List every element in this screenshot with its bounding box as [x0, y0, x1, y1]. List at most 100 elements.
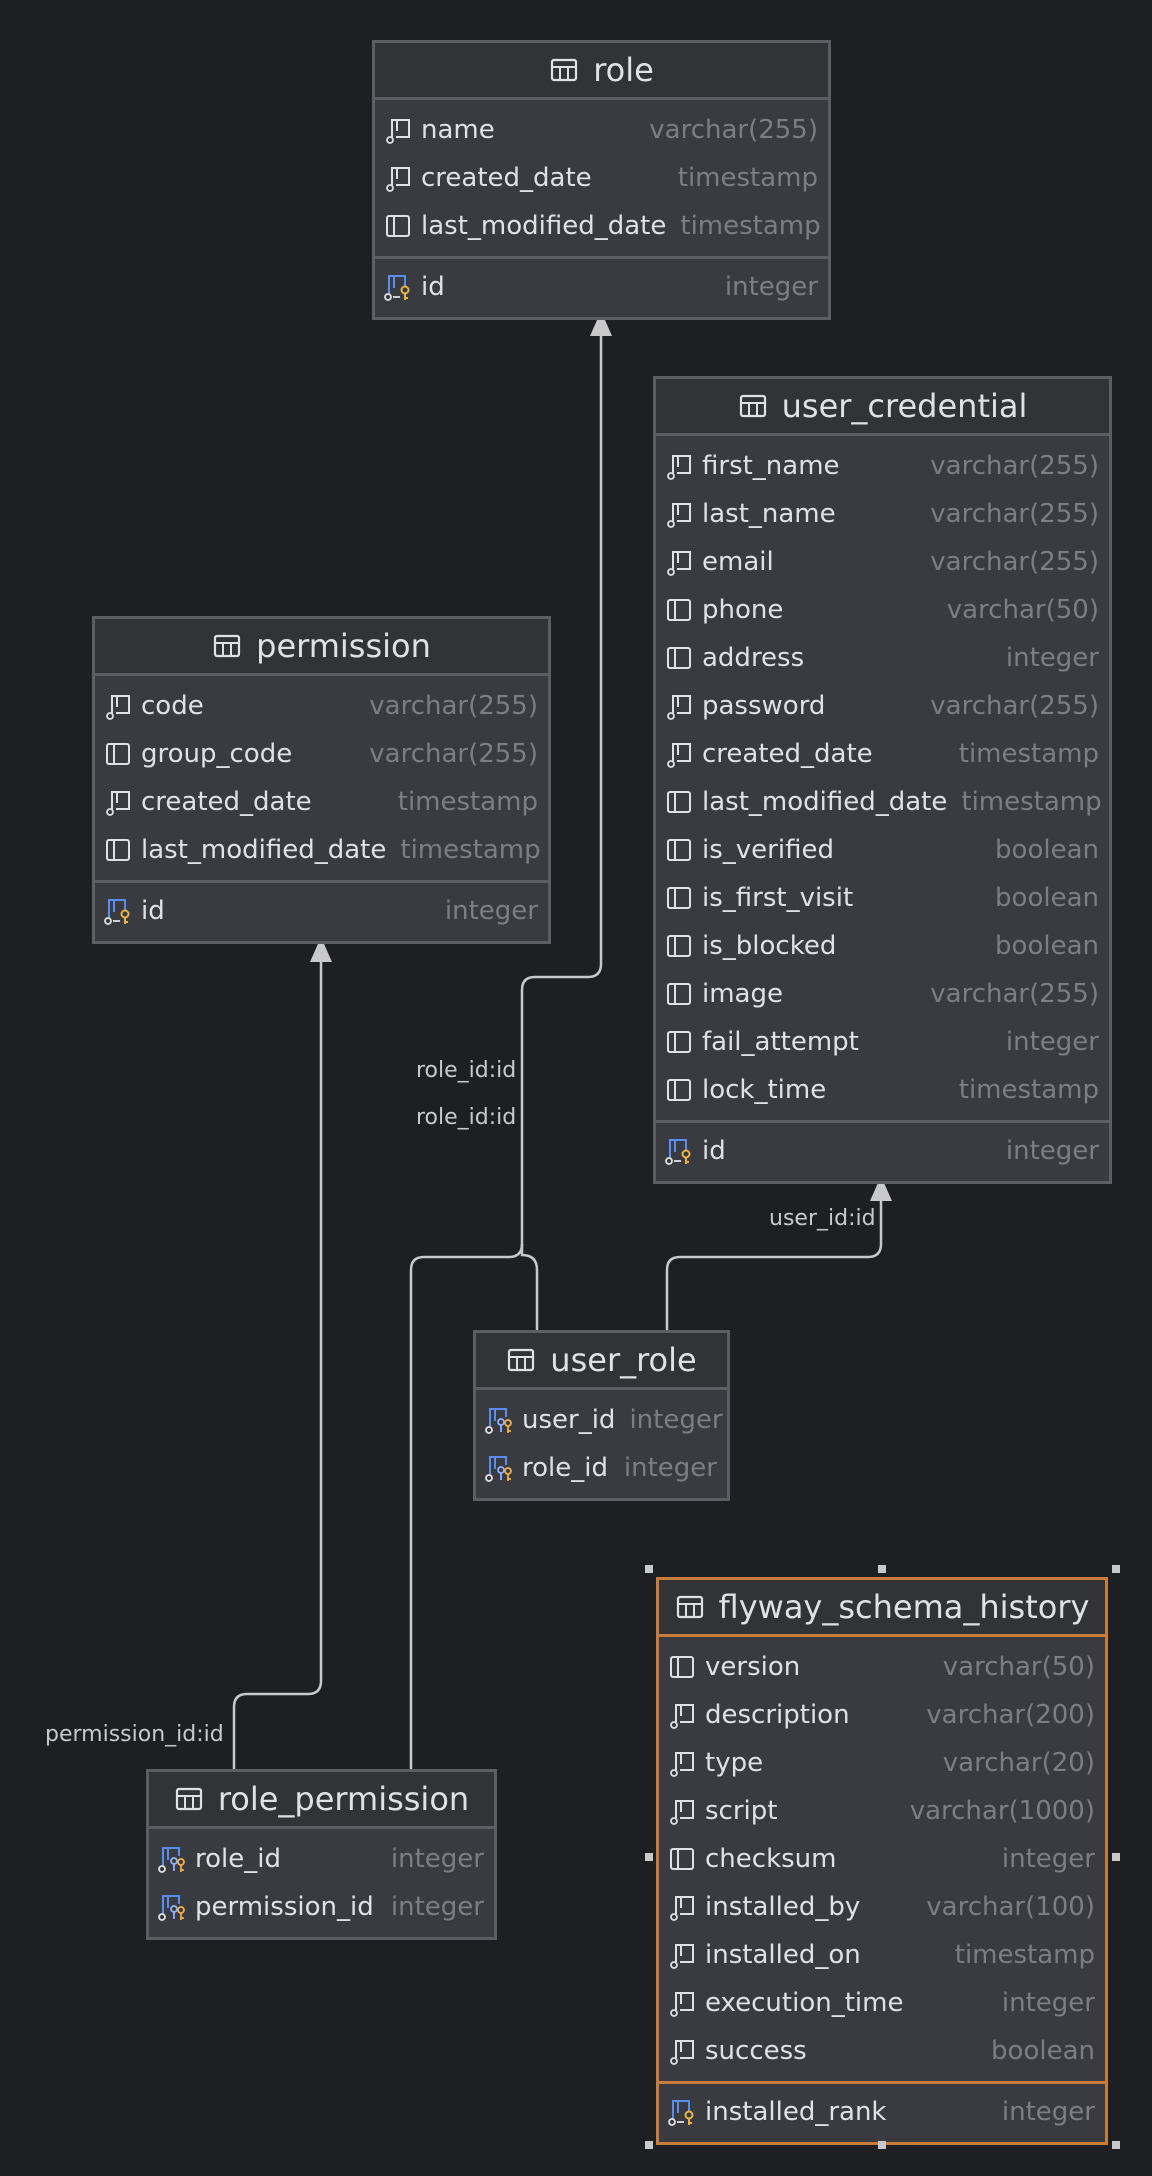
edge-user-role-to-role[interactable] — [520, 312, 603, 1331]
column-row[interactable]: user_id integer — [476, 1396, 727, 1444]
table-icon — [549, 55, 579, 85]
edge-user-role-to-user-credential[interactable] — [665, 1178, 883, 1331]
column-type: timestamp — [397, 787, 538, 817]
column-name: script — [705, 1796, 778, 1826]
selection-handle[interactable] — [1112, 2141, 1120, 2149]
column-name: permission_id — [195, 1892, 374, 1922]
column-name: type — [705, 1748, 764, 1778]
table-header[interactable]: permission — [95, 619, 548, 676]
selection-handle[interactable] — [645, 1853, 653, 1861]
column-notnull-icon — [667, 1892, 697, 1922]
table-header[interactable]: flyway_schema_history — [659, 1580, 1105, 1637]
column-name: is_first_visit — [702, 883, 854, 913]
edge-label-role-id: role_id:id — [416, 1105, 517, 1130]
edge-arrowhead — [590, 311, 612, 336]
table-name: permission — [256, 627, 431, 665]
edge-role-permission-to-permission[interactable] — [232, 939, 323, 1769]
column-name: description — [705, 1700, 850, 1730]
column-name: last_name — [702, 499, 836, 529]
table-header[interactable]: role_permission — [149, 1772, 494, 1829]
table-header[interactable]: user_role — [476, 1333, 727, 1390]
column-notnull-icon — [103, 787, 133, 817]
column-notnull-icon — [664, 499, 694, 529]
column-type: timestamp — [958, 1075, 1099, 1105]
column-name: group_code — [141, 739, 293, 769]
edge-label-user-id: user_id:id — [769, 1206, 876, 1231]
column-type: varchar(255) — [930, 451, 1099, 481]
column-name: id — [141, 896, 165, 926]
column-icon — [664, 883, 694, 913]
column-name: last_modified_date — [141, 835, 387, 865]
table-header[interactable]: user_credential — [656, 379, 1109, 436]
edge-arrowhead — [310, 937, 332, 962]
column-row[interactable]: id integer — [95, 880, 548, 935]
column-icon — [383, 211, 413, 241]
selection-handle[interactable] — [1112, 1853, 1120, 1861]
table-name: role — [593, 51, 654, 89]
column-type: varchar(1000) — [909, 1796, 1095, 1826]
column-type: varchar(200) — [926, 1700, 1095, 1730]
selection-handle[interactable] — [878, 1565, 886, 1573]
table-name: user_role — [550, 1341, 697, 1379]
column-type: varchar(255) — [369, 691, 538, 721]
selection-handle[interactable] — [645, 2141, 653, 2149]
primary-key-icon — [664, 1136, 694, 1166]
selection-handle[interactable] — [1112, 1565, 1120, 1573]
table-icon — [675, 1592, 705, 1622]
column-name: phone — [702, 595, 784, 625]
edge-role-permission-to-role[interactable] — [409, 1243, 524, 1769]
primary-foreign-key-icon — [157, 1892, 187, 1922]
selection-handle[interactable] — [645, 1565, 653, 1573]
table-header[interactable]: role — [375, 43, 828, 100]
column-type: integer — [1001, 1988, 1095, 2018]
column-name: created_date — [702, 739, 873, 769]
column-type: integer — [629, 1405, 723, 1435]
column-row[interactable]: script varchar(1000) — [659, 1787, 1105, 1835]
column-type: timestamp — [961, 787, 1102, 817]
column-type: integer — [444, 896, 538, 926]
selection-handle[interactable] — [878, 2141, 886, 2149]
column-row[interactable]: description varchar(200) — [659, 1691, 1105, 1739]
column-name: user_id — [522, 1405, 616, 1435]
